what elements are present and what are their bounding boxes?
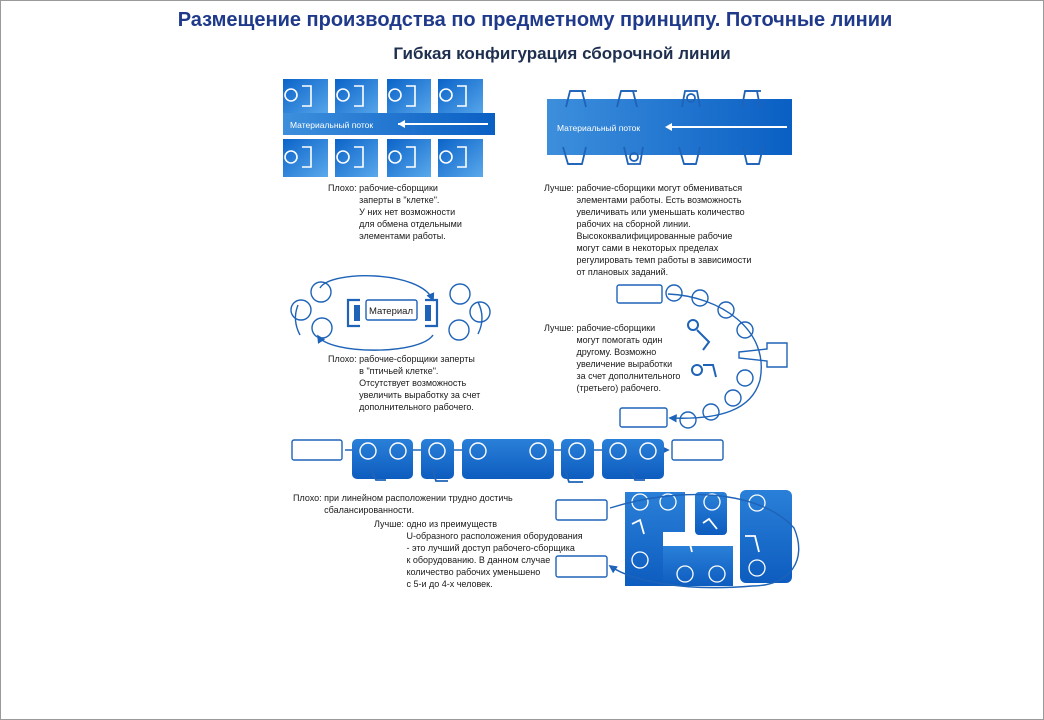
panel-bird-cage: Материал [290, 275, 491, 351]
material-box [365, 299, 418, 321]
material-flow-bar-1 [283, 113, 495, 135]
caption-text: одно из преимуществ U-образного располож… [406, 519, 583, 589]
caption-better-u-shape: Лучше: одно из преимуществ U-образного р… [374, 518, 583, 590]
workers-top-row [565, 90, 761, 108]
flow-label-2: Материальный поток [557, 123, 640, 133]
caption-label: Плохо: [328, 183, 357, 193]
workers-bottom-row [562, 146, 764, 165]
panel-u-loop [616, 284, 788, 429]
caption-better-helping: Лучше: рабочие-сборщики могут помогать о… [544, 322, 680, 394]
panel-u-cell [555, 490, 800, 589]
caption-better-exchange: Лучше: рабочие-сборщики могут обменивать… [544, 182, 751, 278]
panel-linear-line [291, 439, 724, 483]
caption-text: при линейном расположении трудно достичь… [324, 493, 513, 515]
cage-stations-bottom [283, 139, 483, 177]
caption-label: Лучше: [544, 183, 574, 193]
material-label: Материал [369, 306, 413, 317]
panel-open-line: Материальный поток [547, 90, 792, 165]
caption-label: Лучше: [374, 519, 404, 529]
panel-cage-layout: Материальный поток [283, 79, 495, 177]
slide-title: Размещение производства по предметному п… [177, 9, 893, 31]
caption-label: Лучше: [544, 323, 574, 333]
linear-stations [359, 442, 657, 460]
u-cell-workers [631, 517, 760, 553]
caption-label: Плохо: [328, 354, 357, 364]
caption-bad-bird-cage: Плохо: рабочие-сборщики заперты в "птичь… [328, 353, 480, 413]
cage-stations-top [283, 79, 483, 117]
flow-label-1: Материальный поток [290, 120, 373, 130]
slide-subtitle: Гибкая конфигурация сборочной линии [393, 44, 731, 63]
caption-text: рабочие-сборщики могут обмениваться элем… [576, 183, 752, 277]
caption-text: рабочие-сборщики заперты в "птичьей клет… [359, 354, 481, 412]
caption-bad-linear: Плохо: при линейном расположении трудно … [293, 492, 513, 516]
linear-workers [369, 467, 645, 483]
caption-label: Плохо: [293, 493, 322, 503]
caption-text: рабочие-сборщики заперты в "клетке". У н… [359, 183, 462, 241]
helper-workers [687, 319, 717, 378]
caption-bad-cage: Плохо: рабочие-сборщики заперты в "клетк… [328, 182, 462, 242]
caption-text: рабочие-сборщики могут помогать один дру… [576, 323, 681, 393]
